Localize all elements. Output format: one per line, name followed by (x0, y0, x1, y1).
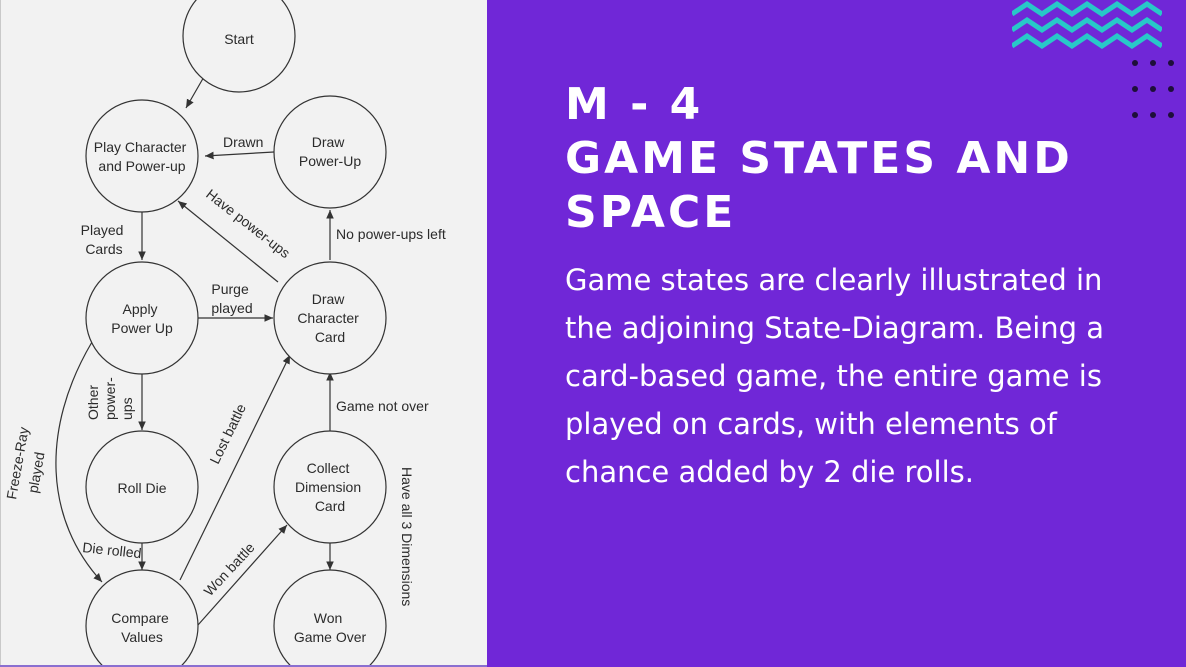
dot-grid-decoration-icon (1132, 60, 1174, 118)
state-diagram-panel: Start Play Character and Power-up Draw P… (0, 0, 487, 667)
label-drawn: Drawn (223, 134, 263, 150)
state-apply-powerup: Apply Power Up (85, 261, 199, 375)
label-have-powerups: Have power-ups (203, 186, 293, 261)
slide-title: M - 4 Game States and Space (565, 78, 1186, 240)
edge-drawn (204, 151, 275, 160)
svg-text:Apply Power Up: Apply Power Up (111, 301, 173, 336)
slide-title-line1: M - 4 (565, 79, 704, 130)
state-start: Start (182, 0, 296, 93)
label-freeze-ray: Freeze-Ray played (3, 422, 52, 504)
content-panel: M - 4 Game States and Space Game states … (487, 0, 1186, 667)
label-have-all-dimensions: Have all 3 Dimensions (399, 467, 415, 606)
svg-text:Collect Dimension: Collect Dimension Card (295, 460, 365, 514)
svg-text:Won Game Over: Won Game Over (294, 610, 367, 645)
svg-text:Roll Die: Roll Die (117, 480, 166, 496)
diagram-edge-labels: Drawn Have power-ups No power-ups left P… (3, 134, 446, 606)
state-play-character: Play Character and Power-up (85, 99, 199, 213)
slide-title-line2: Game States and Space (565, 133, 1073, 238)
slide-body-text: Game states are clearly illustrated in t… (565, 263, 1105, 489)
diagram-edges (55, 74, 334, 626)
label-game-not-over: Game not over (336, 398, 429, 414)
svg-text:Play Character and Pow: Play Character and Power-up (94, 139, 190, 174)
edge-start-to-play (185, 74, 206, 109)
svg-text:Draw Power-Up: Draw Power-Up (299, 134, 361, 169)
label-other-powerups: Other power- ups (85, 373, 135, 420)
state-roll-die: Roll Die (85, 430, 199, 544)
state-diagram: Start Play Character and Power-up Draw P… (3, 0, 446, 665)
edge-freeze-ray (55, 341, 103, 583)
label-no-powerups-left: No power-ups left (336, 226, 446, 242)
edge-have-powerups (177, 200, 279, 283)
label-lost-battle: Lost battle (206, 401, 249, 466)
zigzag-decoration-icon (1012, 0, 1162, 50)
svg-text:Compare Values: Compare Values (111, 610, 172, 645)
edge-won-battle (197, 524, 288, 626)
state-won-game-over: Won Game Over (273, 569, 387, 665)
svg-text:Start: Start (224, 31, 254, 47)
state-draw-powerup: Draw Power-Up (273, 95, 387, 209)
state-collect-dimension-card: Collect Dimension Card (273, 430, 387, 544)
svg-text:Draw Character: Draw Character Card (297, 291, 362, 345)
label-purge-played: Purge played (211, 281, 252, 316)
state-draw-character-card: Draw Character Card (273, 261, 387, 375)
edge-lost-battle (179, 354, 291, 581)
state-compare-values: Compare Values (85, 569, 199, 665)
label-die-rolled: Die rolled (82, 539, 142, 561)
label-played-cards: Played Cards (81, 222, 128, 257)
